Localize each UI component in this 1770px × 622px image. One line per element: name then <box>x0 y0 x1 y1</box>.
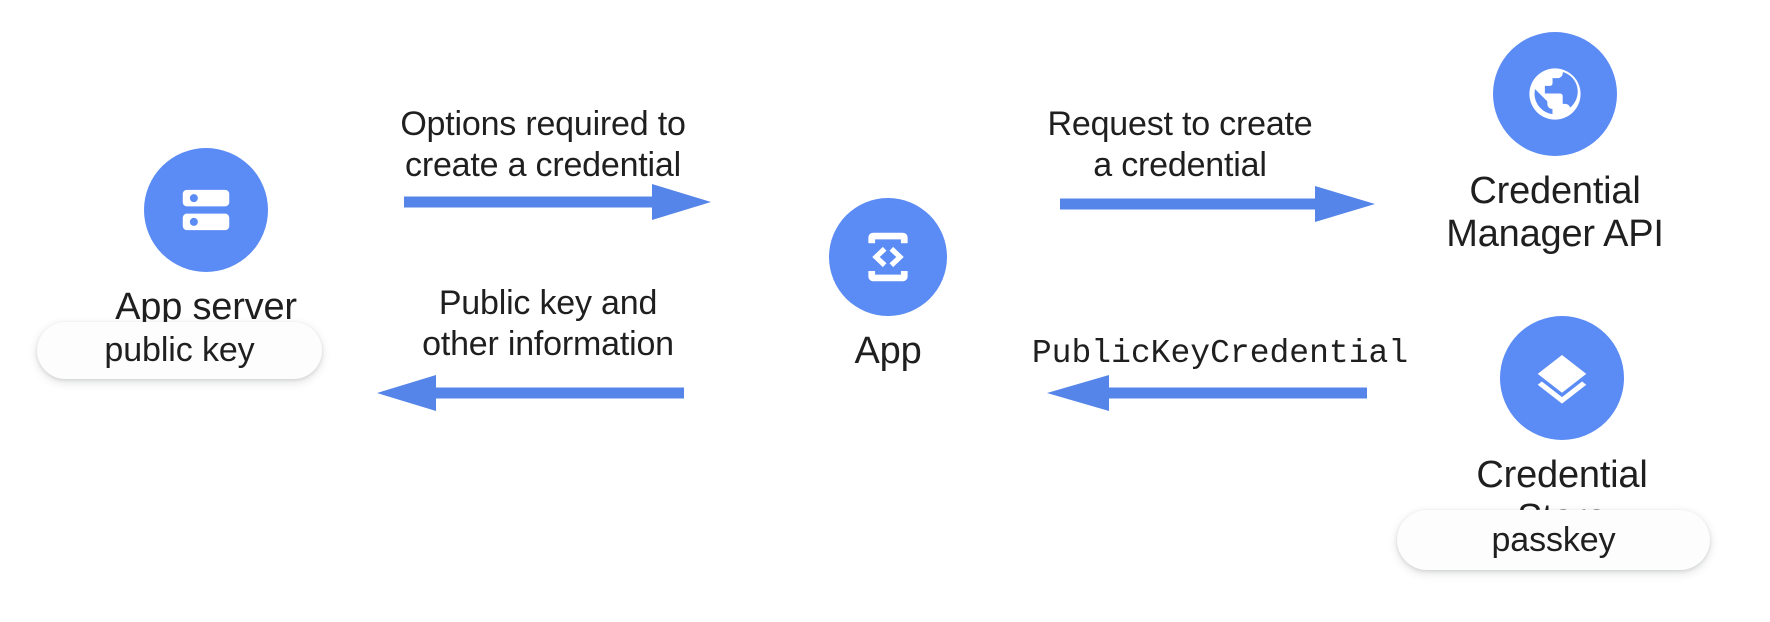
edge-label-server-to-app: Options required to create a credential <box>400 105 686 184</box>
arrow-app-to-server <box>377 375 684 411</box>
app-server-label: App server <box>115 286 297 328</box>
credential-store-pill-label: passkey <box>1491 520 1616 559</box>
node-app: App <box>773 198 1003 373</box>
edge-label-credential-store-to-app: PublicKeyCredential <box>1031 335 1409 372</box>
app-server-pill-public-key: public key <box>37 322 322 379</box>
server-icon <box>175 179 237 241</box>
credential-store-pill-passkey: passkey <box>1397 510 1710 570</box>
credential-manager-api-circle <box>1493 32 1617 156</box>
app-server-pill-label: public key <box>104 331 255 369</box>
edge-label-app-to-server: Public key and other information <box>422 284 674 363</box>
arrow-server-to-app <box>404 184 711 220</box>
app-circle <box>829 198 947 316</box>
edge-label-app-to-credential-manager: Request to create a credential <box>1047 105 1313 184</box>
credential-store-circle <box>1500 316 1624 440</box>
app-server-circle <box>144 148 268 272</box>
arrow-app-to-credential-manager <box>1060 186 1375 222</box>
globe-icon <box>1523 62 1587 126</box>
code-phone-icon <box>857 226 919 288</box>
node-credential-manager-api: Credential Manager API <box>1425 32 1685 257</box>
app-label: App <box>854 330 922 372</box>
node-credential-store: Credential Store <box>1432 316 1692 541</box>
arrow-credential-store-to-app <box>1047 375 1367 411</box>
layers-icon <box>1531 347 1593 409</box>
credential-manager-api-label: Credential Manager API <box>1446 170 1664 256</box>
node-app-server: App server <box>81 148 331 329</box>
